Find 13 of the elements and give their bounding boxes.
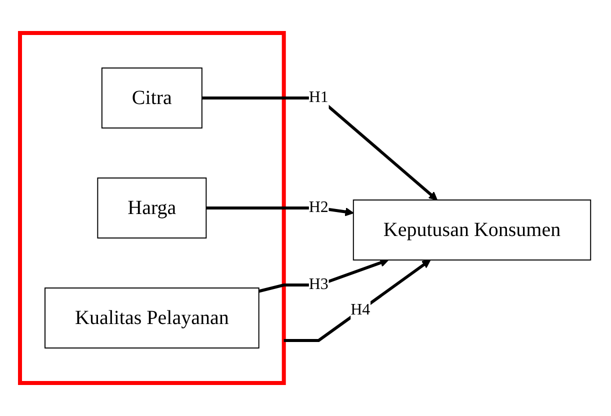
- arrow: [202, 96, 438, 200]
- edge-label: H4: [350, 301, 370, 318]
- edge-label: H2: [309, 199, 329, 216]
- node-box: Citra: [102, 68, 203, 128]
- arrow: [206, 206, 354, 216]
- cluster: [18, 31, 286, 385]
- edge-label: H1: [309, 89, 329, 106]
- arrow: [284, 260, 431, 342]
- node-box: Keputusan Konsumen: [353, 200, 592, 260]
- edge-label: H3: [309, 276, 329, 293]
- node-box: Kualitas Pelayanan: [44, 288, 260, 348]
- arrow: [258, 258, 389, 293]
- node-box: Harga: [97, 178, 207, 238]
